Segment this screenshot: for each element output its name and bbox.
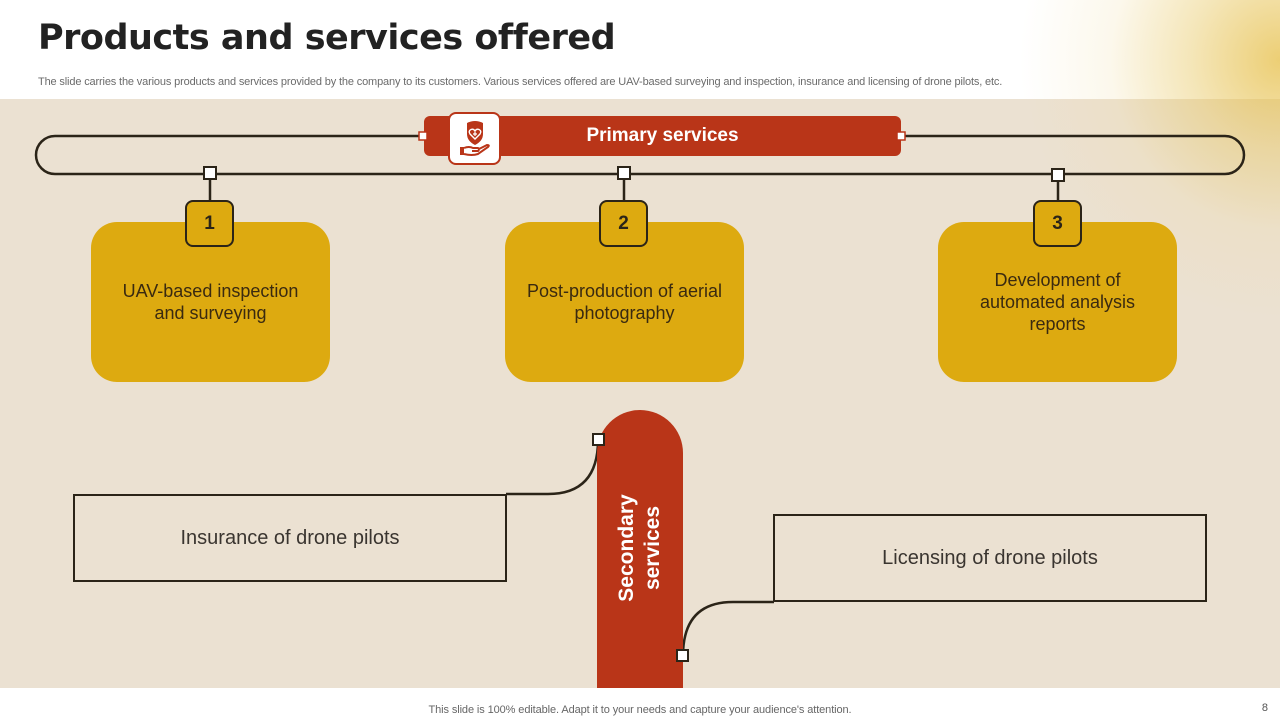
number-badge-1: 1 [185,200,234,247]
track-node-1 [203,166,217,180]
primary-service-text: UAV-based inspection and surveying [122,281,299,323]
primary-services-label: Primary services [586,125,739,146]
connector-licensing [681,600,774,657]
primary-track [34,134,1246,176]
secondary-service-text: Insurance of drone pilots [180,526,400,549]
primary-service-text: Post-production of aerial photography [526,281,723,323]
secondary-services-pill [597,410,683,688]
primary-services-bar [424,116,901,156]
track-node-3 [1051,168,1065,182]
number-badge-2: 2 [599,200,648,247]
footer-note: This slide is 100% editable. Adapt it to… [428,704,852,716]
secondary-service-box-2: Licensing of drone pilots [773,514,1207,602]
slide-footer [0,688,1280,720]
secondary-services-text: Secondary services [615,494,664,602]
insurance-hand-heart-shield-icon [460,121,490,156]
secondary-services-label: Secondary services [614,488,666,608]
secondary-service-text: Licensing of drone pilots [882,546,1098,569]
connector-insurance [506,439,600,496]
primary-service-card-2: Post-production of aerial photography [505,222,744,382]
primary-service-card-3: Development of automated analysis report… [938,222,1177,382]
track-node-2 [617,166,631,180]
primary-services-icon-box [448,112,501,165]
primary-service-text: Development of automated analysis report… [979,270,1136,334]
page-number: 8 [1261,702,1268,714]
secondary-service-box-1: Insurance of drone pilots [73,494,507,582]
number-badge-3: 3 [1033,200,1082,247]
primary-service-card-1: UAV-based inspection and surveying [91,222,330,382]
